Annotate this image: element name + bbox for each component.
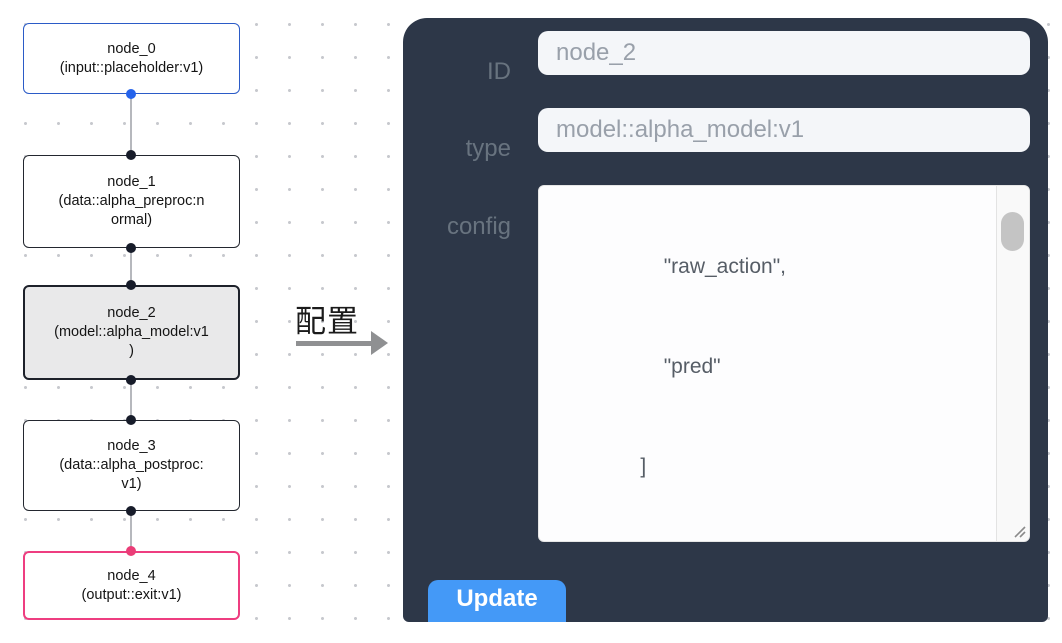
flow-node-node_0[interactable]: node_0 (input::placeholder:v1)	[23, 23, 240, 94]
config-line: "pred"	[547, 355, 721, 379]
node-title: node_1	[107, 174, 156, 190]
arrow-right-icon	[371, 331, 388, 355]
handle-node2-target[interactable]	[126, 280, 136, 290]
type-field-label: type	[465, 135, 511, 162]
node-subtitle: )	[129, 343, 134, 359]
flow-node-node_1[interactable]: node_1 (data::alpha_preproc:n ormal)	[23, 155, 240, 248]
configure-label: 配置	[295, 304, 359, 339]
handle-node3-target[interactable]	[126, 415, 136, 425]
node-title: node_4	[107, 567, 156, 584]
flow-node-node_3[interactable]: node_3 (data::alpha_postproc: v1)	[23, 420, 240, 511]
node-subtitle: ormal)	[110, 212, 153, 228]
node-subtitle: (input::placeholder:v1)	[59, 59, 204, 76]
node-subtitle: (data::alpha_preproc:n	[58, 193, 205, 209]
update-button[interactable]: Update	[428, 580, 566, 622]
node-title: node_3	[107, 438, 156, 454]
edge-node0-node1	[130, 94, 132, 155]
node-subtitle: v1)	[121, 476, 142, 492]
resize-grip-icon[interactable]	[1009, 521, 1027, 539]
handle-node0-source[interactable]	[126, 89, 136, 99]
edge-node3-node4	[130, 511, 132, 551]
config-json-text: "raw_action", "pred" ] }, "trace": { "sc…	[547, 186, 993, 541]
id-input[interactable]	[538, 31, 1030, 75]
flow-node-node_2-selected[interactable]: node_2 (model::alpha_model:v1 )	[23, 285, 240, 380]
handle-node3-source[interactable]	[126, 506, 136, 516]
handle-node4-target[interactable]	[126, 546, 136, 556]
flow-node-node_4[interactable]: node_4 (output::exit:v1)	[23, 551, 240, 620]
id-field-label: ID	[487, 58, 511, 85]
handle-node1-target[interactable]	[126, 150, 136, 160]
type-input[interactable]	[538, 108, 1030, 152]
config-panel: ID type config "raw_action", "pred" ] },…	[403, 18, 1048, 622]
node-title: node_2	[107, 305, 156, 321]
config-field-label: config	[446, 213, 511, 240]
node-subtitle: (data::alpha_postproc:	[59, 457, 204, 473]
node-subtitle: (model::alpha_model:v1	[54, 324, 209, 340]
config-scrollbar[interactable]	[996, 186, 1029, 541]
node-subtitle: (output::exit:v1)	[81, 586, 182, 603]
handle-node1-source[interactable]	[126, 243, 136, 253]
config-line: ]	[547, 455, 647, 479]
config-scrollbar-thumb[interactable]	[1001, 212, 1024, 251]
config-textarea[interactable]: "raw_action", "pred" ] }, "trace": { "sc…	[538, 185, 1030, 542]
edge-node2-node3	[130, 380, 132, 420]
node-title: node_0	[107, 40, 156, 57]
config-line: "raw_action",	[547, 254, 786, 278]
edge-node1-node2	[130, 248, 132, 285]
handle-node2-source[interactable]	[126, 375, 136, 385]
arrow-line	[296, 341, 373, 346]
